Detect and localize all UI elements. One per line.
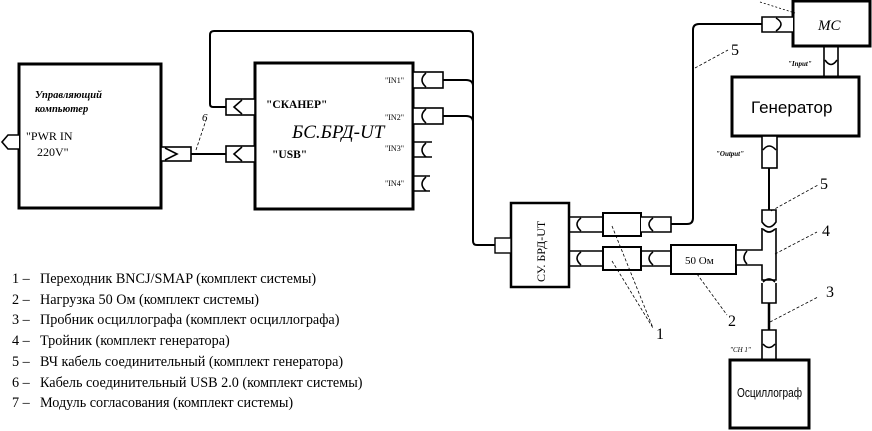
computer-usb-connector-icon — [160, 146, 192, 162]
tee-connector — [735, 209, 777, 304]
mc-input-label: "Input" — [788, 60, 812, 68]
legend-item: 1 – Переходник BNCJ/SMAP (комплект систем… — [12, 269, 362, 290]
legend-item-text: Пробник осциллографа (комплект осциллогр… — [40, 312, 340, 329]
generator-output-label: "Output" — [716, 150, 744, 158]
legend-item: 3 – Пробник осциллографа (комплект осцилл… — [12, 310, 362, 331]
callout-1: 1 — [656, 326, 664, 343]
su-top-channel — [569, 212, 672, 237]
mc-block: МС "Input" — [761, 0, 872, 77]
legend-item-number: 2 – — [12, 291, 30, 308]
hf-cable-to-mc — [671, 23, 762, 225]
mc-input-connector-icon — [823, 46, 839, 77]
su-scanner-connector-icon — [494, 237, 512, 254]
generator-title: Генератор — [751, 98, 832, 117]
legend-item: 5 – ВЧ кабель соединительный (комплект ге… — [12, 352, 362, 373]
oscilloscope-ch1-label: "CH 1" — [730, 346, 751, 354]
callouts — [195, 49, 819, 329]
callout-2: 2 — [728, 313, 736, 330]
mc-dashed-leader — [759, 1, 796, 14]
legend-item-number: 1 – — [12, 271, 30, 287]
bs-in4-connector-icon — [413, 175, 430, 192]
in2-cable — [443, 115, 474, 123]
adapter-bottom — [602, 246, 642, 271]
bs-usb-connector-icon — [225, 145, 256, 163]
legend-item-text: Кабель соединительный USB 2.0 (комплект … — [40, 374, 363, 391]
legend-item-text: Нагрузка 50 Ом (комплект системы) — [40, 291, 260, 308]
bs-port-in2-label: "IN2" — [385, 113, 404, 122]
callout-3: 3 — [826, 284, 834, 301]
legend-item-text: Тройник (комплект генератора) — [40, 333, 230, 350]
legend-item: 7 – Модуль согласования (комплект системы… — [12, 393, 362, 414]
scanner-cable — [209, 30, 495, 246]
legend-item-text: ВЧ кабель соединительный (комплект генер… — [40, 353, 344, 370]
computer-block: Управляющий компьютер "PWR IN 220V" — [0, 62, 192, 210]
bs-port-in4-label: "IN4" — [385, 179, 404, 188]
bs-port-in3-label: "IN3" — [385, 144, 404, 153]
legend-item-number: 7 – — [12, 395, 30, 412]
bs-in3-connector-icon — [413, 141, 432, 158]
adapter-top — [602, 212, 642, 237]
bs-title: БС.БРД-UT — [291, 122, 386, 143]
bs-scanner-connector-icon — [225, 98, 256, 116]
load-title: 50 Ом — [685, 255, 714, 267]
legend-item-number: 3 – — [12, 312, 30, 329]
callout-6: 6 — [202, 112, 208, 124]
callout-5-lower: 5 — [820, 176, 828, 193]
mc-title: МС — [817, 18, 841, 34]
legend: 1 – Переходник BNCJ/SMAP (комплект систем… — [12, 269, 362, 414]
legend-item-text: Переходник BNCJ/SMAP (комплект системы) — [40, 271, 317, 287]
mc-left-connector-icon — [761, 16, 793, 33]
load-block: 50 Ом — [670, 244, 737, 275]
legend-item-text: Модуль согласования (комплект системы) — [40, 395, 294, 412]
bs-in1-connector-icon — [412, 71, 444, 89]
bs-in2-connector-icon — [412, 107, 444, 125]
legend-item: 2 – Нагрузка 50 Ом (комплект системы) — [12, 290, 362, 311]
generator-output-connector-icon — [761, 135, 778, 169]
bs-block: БС.БРД-UT "СКАНЕР" "USB" "IN1" "IN2" "IN… — [225, 61, 444, 211]
su-bottom-channel — [569, 246, 671, 271]
bs-port-scanner-label: "СКАНЕР" — [266, 99, 327, 111]
callout-5-upper: 5 — [731, 42, 739, 59]
generator-block: Генератор "Output" — [716, 75, 861, 169]
callout-4: 4 — [822, 223, 830, 240]
computer-port-label-line1: "PWR IN — [26, 129, 73, 143]
su-block: СУ. БРД-UT — [494, 201, 571, 289]
bs-port-in1-label: "IN1" — [385, 76, 404, 85]
oscilloscope-title: Осциллограф — [737, 385, 802, 400]
legend-item: 4 – Тройник (комплект генератора) — [12, 331, 362, 352]
su-title: СУ. БРД-UT — [534, 220, 548, 282]
bs-port-usb-label: "USB" — [272, 149, 307, 161]
legend-item-number: 5 – — [12, 353, 30, 370]
legend-item: 6 – Кабель соединительный USB 2.0 (компле… — [12, 373, 362, 394]
computer-title-line2: компьютер — [35, 104, 88, 115]
power-connector-icon — [0, 134, 19, 150]
computer-title-line1: Управляющий — [35, 90, 102, 101]
in1-cable — [443, 79, 474, 87]
oscilloscope-block: "CH 1" Осциллограф — [728, 329, 811, 430]
computer-port-label-line2: 220V" — [37, 145, 69, 159]
legend-item-number: 6 – — [12, 374, 30, 391]
legend-item-number: 4 – — [12, 333, 30, 350]
